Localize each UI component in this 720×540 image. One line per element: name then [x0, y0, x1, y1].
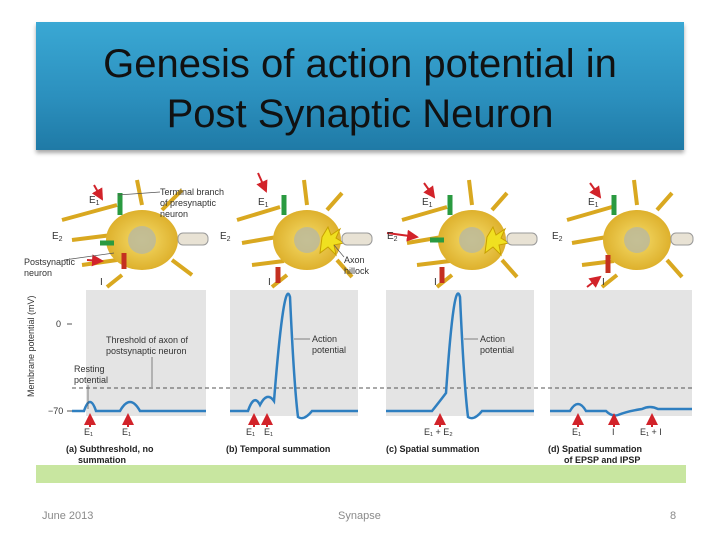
title-banner: Genesis of action potential in Post Syna… — [36, 22, 684, 150]
panel-d-bg — [550, 290, 692, 416]
stim-d-3: E₁ + I — [640, 427, 662, 437]
caption-d-2: of EPSP and IPSP — [564, 455, 640, 465]
summation-figure: E1 E2 I Terminal branch of presynaptic n… — [22, 165, 694, 487]
neuron-d — [566, 179, 694, 289]
stim-c-1: E₁ + E₂ — [424, 427, 453, 437]
figure-footer-bar — [36, 465, 686, 483]
resting-label-1: Resting — [74, 364, 105, 374]
label-postsynaptic-2: neuron — [24, 268, 52, 278]
caption-a-1: (a) Subthreshold, no — [66, 444, 154, 454]
action-label-b-2: potential — [312, 345, 346, 355]
label-e1-b: E1 — [258, 197, 269, 209]
tick-zero: 0 — [56, 319, 61, 329]
stim-d-2: I — [612, 427, 615, 437]
slide-title-line2: Post Synaptic Neuron — [166, 92, 554, 136]
stim-a-1: E₁ — [84, 427, 93, 437]
trace-a — [72, 400, 206, 413]
neuron-b — [236, 172, 373, 289]
footer-date: June 2013 — [42, 510, 94, 522]
resting-label-2: potential — [74, 375, 108, 385]
stim-b-1: E₁ — [246, 427, 255, 437]
stim-b-2: E₁ — [264, 427, 273, 437]
label-terminal-branch-1: Terminal branch — [160, 187, 224, 197]
label-axon-hillock-2: hillock — [344, 266, 370, 276]
label-i-c: I — [434, 277, 437, 288]
label-axon-hillock-1: Axon — [344, 255, 365, 265]
label-e1-c: E1 — [422, 197, 433, 209]
caption-c-1: (c) Spatial summation — [386, 444, 480, 454]
tick-minus70: −70 — [48, 406, 63, 416]
neuron-c — [386, 179, 538, 289]
y-axis-label: Membrane potential (mV) — [26, 295, 36, 397]
label-postsynaptic-1: Postsynaptic — [24, 257, 76, 267]
label-e2-a: E2 — [52, 231, 63, 243]
threshold-label-1: Threshold of axon of — [106, 335, 189, 345]
label-i-d: I — [602, 277, 605, 288]
page-number: 8 — [670, 510, 677, 522]
label-e1-d: E1 — [588, 197, 599, 209]
label-i-a: I — [100, 277, 103, 288]
caption-d-1: (d) Spatial summation — [548, 444, 642, 454]
label-e2-b: E2 — [220, 231, 231, 243]
slide-title-line1: Genesis of action potential in — [103, 42, 617, 86]
action-label-c-2: potential — [480, 345, 514, 355]
threshold-label-2: postsynaptic neuron — [106, 346, 187, 356]
label-e1-a: E1 — [89, 195, 100, 207]
trace-c — [386, 292, 534, 420]
caption-a-2: summation — [78, 455, 126, 465]
label-e2-d: E2 — [552, 231, 563, 243]
figure-svg: E1 E2 I Terminal branch of presynaptic n… — [22, 172, 694, 483]
action-label-c-1: Action — [480, 334, 505, 344]
caption-b-1: (b) Temporal summation — [226, 444, 330, 454]
stim-d-1: E₁ — [572, 427, 581, 437]
label-terminal-branch-3: neuron — [160, 209, 188, 219]
footer-center: Synapse — [338, 510, 381, 522]
label-terminal-branch-2: of presynaptic — [160, 198, 217, 208]
panel-a-bg — [86, 290, 206, 416]
stim-a-2: E₁ — [122, 427, 131, 437]
neuron-a — [61, 179, 209, 289]
action-label-b-1: Action — [312, 334, 337, 344]
label-i-b: I — [268, 277, 271, 288]
label-e2-c: E2 — [387, 231, 398, 243]
trace-b — [230, 292, 358, 420]
